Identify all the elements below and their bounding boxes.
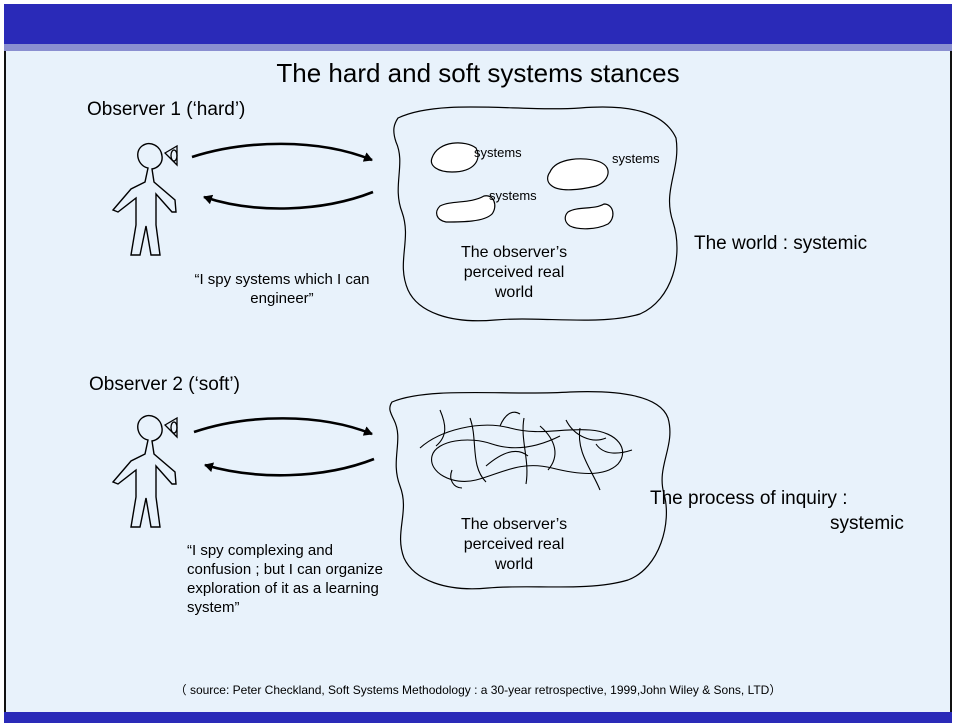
bottom-bar	[4, 712, 952, 723]
soft-arrow-to-observer	[204, 457, 375, 477]
hard-world-caption: The observer’s perceived real world	[460, 244, 568, 301]
system-blob-4	[564, 203, 614, 230]
hard-quote: “I spy systems which I can engineer”	[194, 271, 370, 307]
observer-1-label: Observer 1 (‘hard’)	[87, 99, 246, 120]
top-stripe	[4, 44, 952, 51]
soft-stance-line-1: The process of inquiry :	[650, 488, 848, 509]
systems-label-3: systems	[489, 188, 537, 203]
observer-2-person-icon	[111, 414, 177, 528]
hard-stance: The world : systemic	[694, 233, 868, 254]
observer-2-eye-icon	[163, 416, 178, 439]
slide-frame	[4, 4, 952, 716]
soft-arrow-to-world	[193, 417, 373, 436]
soft-world-caption: The observer’s perceived real world	[460, 516, 568, 573]
observer-1-eye-icon	[163, 144, 178, 167]
system-blob-2	[547, 158, 609, 191]
systems-label-2: systems	[612, 151, 660, 166]
observer-2-label: Observer 2 (‘soft’)	[89, 374, 240, 395]
system-blob-1	[430, 142, 479, 173]
hard-world-cloud	[393, 106, 678, 322]
soft-world-cloud	[389, 391, 671, 590]
soft-stance-line-2: systemic	[830, 513, 904, 534]
systems-label-1: systems	[474, 145, 522, 160]
hard-arrow-to-world	[191, 142, 373, 162]
system-blob-3	[436, 195, 496, 223]
observer-1-person-icon	[111, 142, 177, 256]
hard-arrow-to-observer	[203, 190, 374, 210]
slide-title: The hard and soft systems stances	[276, 58, 680, 88]
top-bar	[4, 4, 952, 44]
soft-quote: “I spy complexing and confusion ; but I …	[187, 542, 383, 616]
source-citation: （ source: Peter Checkland, Soft Systems …	[174, 683, 782, 697]
tangled-mess	[419, 409, 633, 491]
